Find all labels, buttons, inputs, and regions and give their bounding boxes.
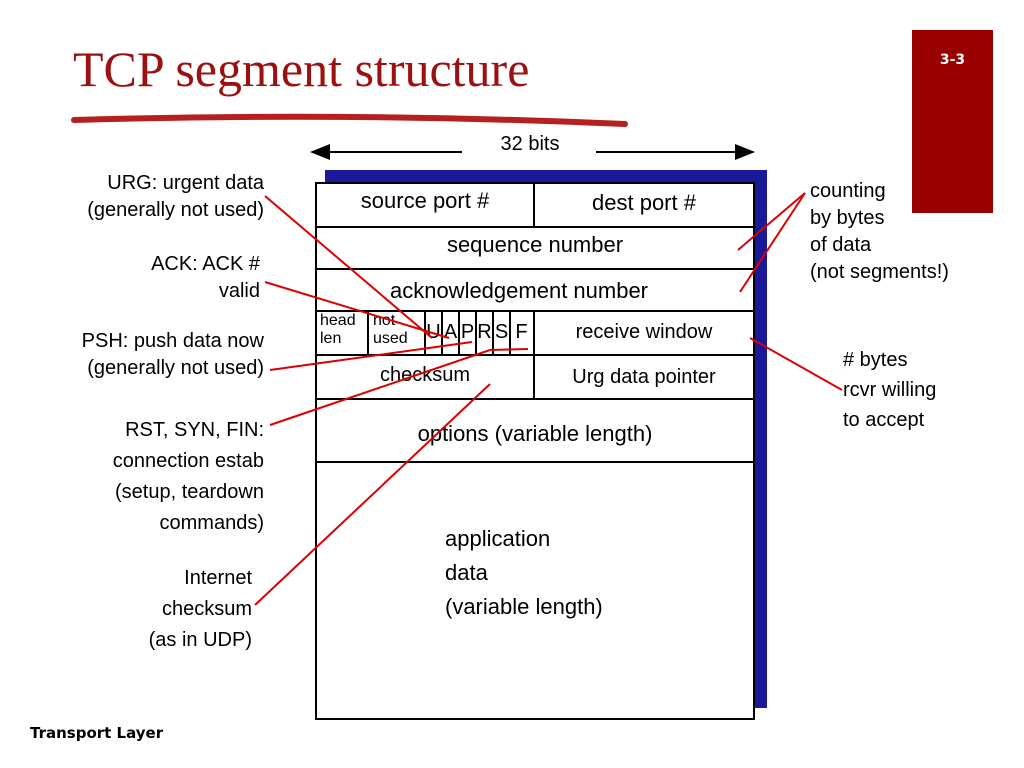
psh-pointer-line: [269, 341, 473, 371]
internet-checksum-line: Internet: [184, 567, 252, 589]
rst-syn-fin-line: RST, SYN, FIN:: [125, 419, 264, 441]
counting-note-line: (not segments!): [810, 261, 949, 283]
col-divider: [441, 310, 443, 354]
counting-pointer-ack: [739, 192, 806, 293]
counting-note-line: of data: [810, 234, 872, 256]
row-divider: [317, 398, 753, 400]
app-data-field: application data (variable length): [445, 522, 603, 624]
internet-checksum-note: Internet checksum (as in UDP): [20, 563, 252, 656]
rst-pointer-line: [269, 349, 491, 426]
sequence-number-field: sequence number: [446, 232, 624, 257]
flag-psh: P: [460, 321, 475, 343]
row-divider: [317, 310, 753, 312]
col-divider: [492, 310, 494, 354]
rcvr-pointer-line: [749, 337, 843, 391]
counting-pointer-seq: [737, 192, 806, 251]
app-data-line: data: [445, 560, 488, 585]
internet-checksum-line: checksum: [161, 598, 252, 620]
flag-syn: S: [494, 321, 509, 343]
col-divider: [509, 310, 511, 354]
head-len-field: head len: [320, 312, 356, 348]
title-underline: [71, 113, 628, 127]
head-len-line: head: [320, 312, 356, 329]
row-divider: [317, 226, 753, 228]
ack-note-line: valid: [218, 280, 260, 302]
options-field: options (variable length): [417, 421, 653, 446]
urg-note-line: (generally not used): [87, 199, 264, 221]
app-data-line: application: [445, 526, 551, 551]
app-data-line: (variable length): [445, 594, 603, 619]
urg-note-line: URG: urgent data: [107, 172, 264, 194]
psh-note-line: PSH: push data now: [81, 330, 264, 352]
flags-bracket-line: [489, 348, 529, 351]
urg-pointer-field: Urg data pointer: [572, 366, 716, 388]
segment-box: source port # dest port # sequence numbe…: [315, 182, 755, 720]
ack-number-field: acknowledgement number: [389, 278, 649, 303]
psh-note-line: (generally not used): [87, 357, 264, 379]
psh-note: PSH: push data now (generally not used): [20, 328, 264, 382]
ack-note-line: ACK: ACK #: [151, 253, 260, 275]
col-divider: [458, 310, 460, 354]
rcvr-bytes-line: rcvr willing: [843, 379, 937, 401]
urg-pointer-line: [264, 195, 433, 339]
col-divider: [367, 310, 369, 354]
rst-syn-fin-line: connection estab: [112, 450, 264, 472]
rst-syn-fin-line: commands): [159, 512, 264, 534]
source-port-field: source port #: [360, 188, 490, 213]
counting-note-line: by bytes: [810, 207, 885, 229]
ack-pointer-line: [264, 281, 450, 339]
side-bar: 3-3: [912, 30, 993, 213]
rst-syn-fin-line: (setup, teardown: [115, 481, 264, 503]
ack-note: ACK: ACK # valid: [20, 251, 260, 305]
internet-checksum-line: (as in UDP): [148, 629, 252, 651]
not-used-line: used: [373, 330, 408, 347]
head-len-line: len: [320, 330, 342, 347]
dest-port-field: dest port #: [592, 190, 696, 215]
rst-syn-fin-note: RST, SYN, FIN: connection estab (setup, …: [20, 415, 264, 539]
slide-number: 3-3: [939, 52, 966, 68]
row-divider: [317, 268, 753, 270]
col-divider: [533, 184, 535, 226]
rcvr-bytes-line: # bytes: [843, 349, 908, 371]
slide-title: TCP segment structure: [73, 41, 530, 97]
row-divider: [317, 461, 753, 463]
col-divider: [475, 310, 477, 354]
col-divider: [533, 310, 535, 354]
footer-label: Transport Layer: [30, 724, 164, 742]
checksum-pointer-line: [254, 383, 491, 606]
row-divider: [317, 354, 753, 356]
bits-label: 32 bits: [500, 133, 560, 155]
counting-note-line: counting: [810, 180, 886, 202]
flag-rst: R: [477, 321, 492, 343]
flag-fin: F: [515, 321, 528, 343]
counting-note: counting by bytes of data (not segments!…: [810, 178, 949, 286]
col-divider: [533, 354, 535, 398]
rcvr-bytes-note: # bytes rcvr willing to accept: [843, 345, 936, 435]
rcvr-bytes-line: to accept: [843, 409, 925, 431]
receive-window-field: receive window: [575, 321, 713, 343]
urg-note: URG: urgent data (generally not used): [20, 170, 264, 224]
